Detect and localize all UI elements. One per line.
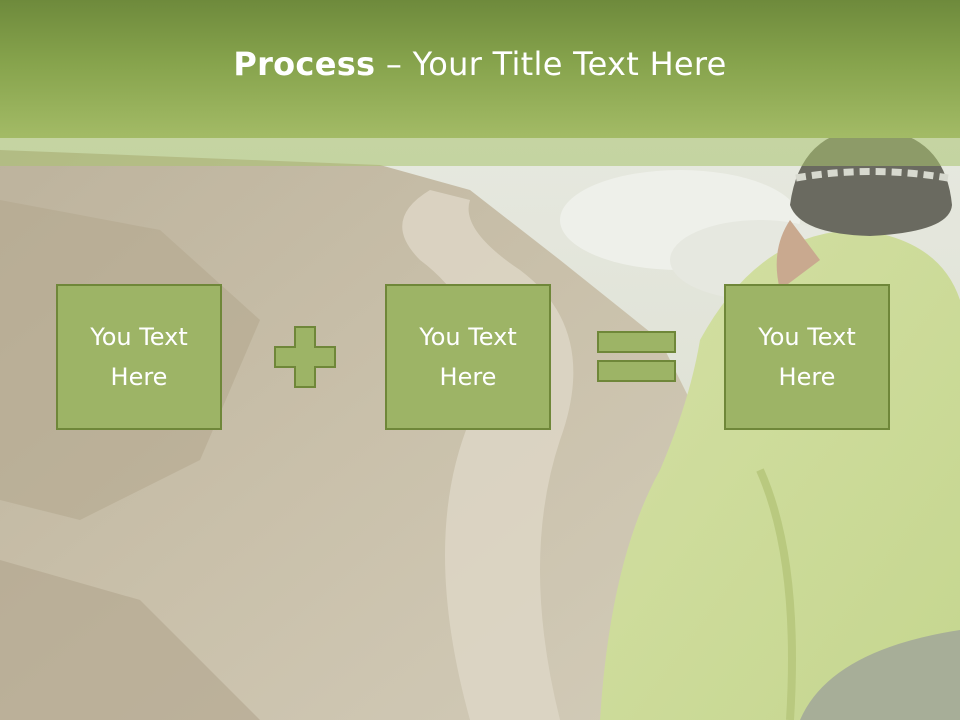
box-2-line-2: Here <box>439 363 497 391</box>
box-1-line-1: You Text <box>90 323 188 351</box>
title-bar: Process – Your Title Text Here <box>0 0 960 138</box>
process-box-1[interactable]: You Text Here <box>56 284 222 430</box>
title-bold: Process <box>233 45 376 83</box>
box-2-line-1: You Text <box>419 323 517 351</box>
title-rest: – Your Title Text Here <box>375 45 727 83</box>
equals-icon <box>597 331 676 382</box>
page-title: Process – Your Title Text Here <box>233 45 726 83</box>
box-1-line-2: Here <box>110 363 168 391</box>
plus-icon <box>274 326 336 388</box>
process-box-2[interactable]: You Text Here <box>385 284 551 430</box>
header-fade-strip <box>0 138 960 166</box>
box-3-line-2: Here <box>778 363 836 391</box>
process-box-3[interactable]: You Text Here <box>724 284 890 430</box>
box-3-line-1: You Text <box>758 323 856 351</box>
